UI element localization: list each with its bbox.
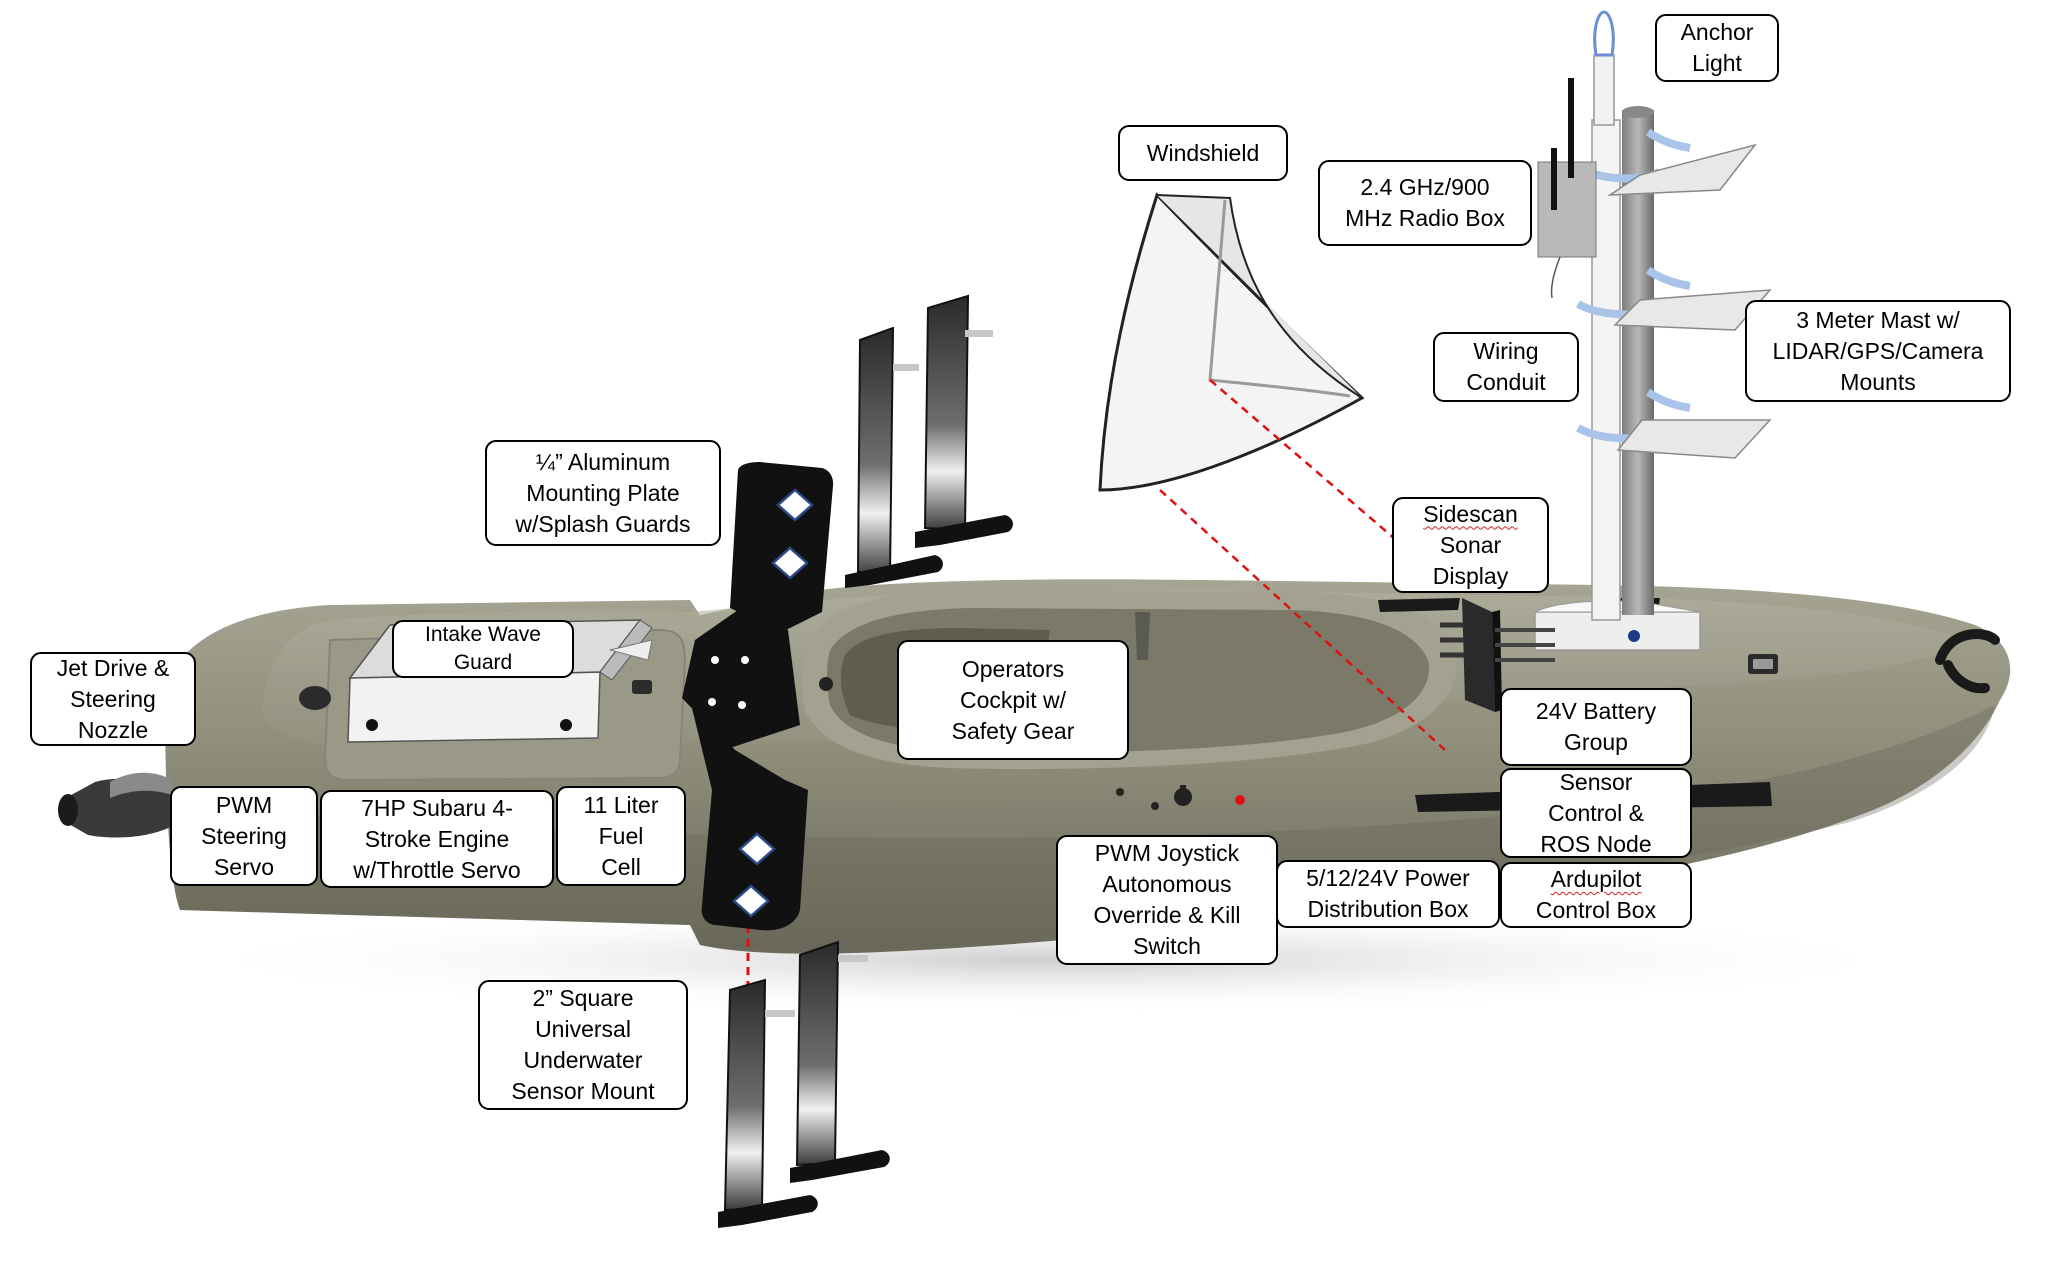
label-line: 7HP Subaru 4- (361, 793, 513, 824)
label-line: 24V Battery (1536, 696, 1656, 727)
label-line: Steering (70, 684, 156, 715)
label-wiring-conduit: Wiring Conduit (1433, 332, 1579, 402)
label-intake-wave-guard: Intake Wave Guard (392, 620, 574, 678)
label-line: Sensor (1560, 767, 1633, 798)
label-line: Universal (535, 1014, 631, 1045)
label-radio-box: 2.4 GHz/900 MHz Radio Box (1318, 160, 1532, 246)
label-line: Underwater (524, 1045, 643, 1076)
label-sensor-control: Sensor Control & ROS Node (1500, 768, 1692, 858)
anchor-light-part (1594, 12, 1614, 125)
stern-hatch (299, 686, 331, 710)
label-line: Conduit (1466, 367, 1545, 398)
deck-pad-bow (1378, 598, 1460, 612)
label-line: Fuel (599, 821, 644, 852)
label-line: PWM Joystick (1095, 838, 1239, 869)
kill-switch-led (1235, 795, 1245, 805)
label-line: LIDAR/GPS/Camera (1773, 336, 1984, 367)
label-line: Sidescan (1423, 499, 1518, 530)
label-windshield: Windshield (1118, 125, 1288, 181)
label-line: Anchor (1681, 17, 1754, 48)
label-line: Stroke Engine (365, 824, 509, 855)
label-anchor-light: Anchor Light (1655, 14, 1779, 82)
label-line: Guard (454, 649, 512, 677)
splash-guard-upper (845, 296, 1013, 588)
label-line: PWM (216, 790, 272, 821)
label-line: Autonomous (1102, 869, 1231, 900)
label-line: Distribution Box (1307, 894, 1468, 925)
deck-screw-1 (1116, 788, 1124, 796)
label-steering-servo: PWM Steering Servo (170, 786, 318, 886)
label-engine: 7HP Subaru 4- Stroke Engine w/Throttle S… (320, 790, 554, 888)
label-line: Wiring (1473, 336, 1538, 367)
label-line: Steering (201, 821, 287, 852)
label-line: Control & (1548, 798, 1644, 829)
label-fuel-cell: 11 Liter Fuel Cell (556, 786, 686, 886)
label-line: Override & Kill (1094, 900, 1241, 931)
label-line: Light (1692, 48, 1742, 79)
label-power-box: 5/12/24V Power Distribution Box (1276, 860, 1500, 928)
label-line: Operators (962, 654, 1064, 685)
label-line: w/Throttle Servo (353, 855, 520, 886)
label-line: Mounting Plate (526, 478, 679, 509)
label-line: Safety Gear (952, 716, 1075, 747)
jet-drive-nozzle (58, 773, 175, 838)
label-line: Group (1564, 727, 1628, 758)
label-line: w/Splash Guards (515, 509, 690, 540)
label-mast: 3 Meter Mast w/ LIDAR/GPS/Camera Mounts (1745, 300, 2011, 402)
label-line: Jet Drive & (57, 653, 169, 684)
label-line: 2” Square (532, 983, 633, 1014)
label-line: Ardupilot (1551, 864, 1642, 895)
label-line: MHz Radio Box (1345, 203, 1505, 234)
label-line: Servo (214, 852, 274, 883)
label-line: Cell (601, 852, 641, 883)
label-line: 3 Meter Mast w/ (1796, 305, 1960, 336)
label-line: Intake Wave (425, 621, 541, 649)
radio-box-part (1538, 78, 1596, 298)
label-line: ¼” Aluminum (536, 447, 670, 478)
label-sensor-mount: 2” Square Universal Underwater Sensor Mo… (478, 980, 688, 1110)
label-line: Cockpit w/ (960, 685, 1066, 716)
label-line: Sonar (1440, 530, 1501, 561)
label-ardupilot: Ardupilot Control Box (1500, 862, 1692, 928)
label-line: Sensor Mount (511, 1076, 654, 1107)
label-line: Windshield (1147, 138, 1260, 169)
label-cockpit: Operators Cockpit w/ Safety Gear (897, 640, 1129, 760)
label-jet-drive: Jet Drive & Steering Nozzle (30, 652, 196, 746)
stern-cleat (632, 680, 652, 694)
label-line: 2.4 GHz/900 (1360, 172, 1489, 203)
label-line: Nozzle (78, 715, 148, 746)
label-sidescan: Sidescan Sonar Display (1392, 497, 1549, 593)
joystick-stem (1180, 785, 1186, 797)
label-mounting-plate: ¼” Aluminum Mounting Plate w/Splash Guar… (485, 440, 721, 546)
label-line: Switch (1133, 931, 1201, 962)
label-joystick: PWM Joystick Autonomous Override & Kill … (1056, 835, 1278, 965)
label-line: ROS Node (1540, 829, 1651, 860)
label-line: 5/12/24V Power (1306, 863, 1470, 894)
label-line: Control Box (1536, 895, 1656, 926)
label-line: Mounts (1840, 367, 1915, 398)
deck-screw-2 (1151, 802, 1159, 810)
label-line: 11 Liter (583, 790, 658, 821)
label-battery: 24V Battery Group (1500, 688, 1692, 766)
label-line: Display (1433, 561, 1508, 592)
